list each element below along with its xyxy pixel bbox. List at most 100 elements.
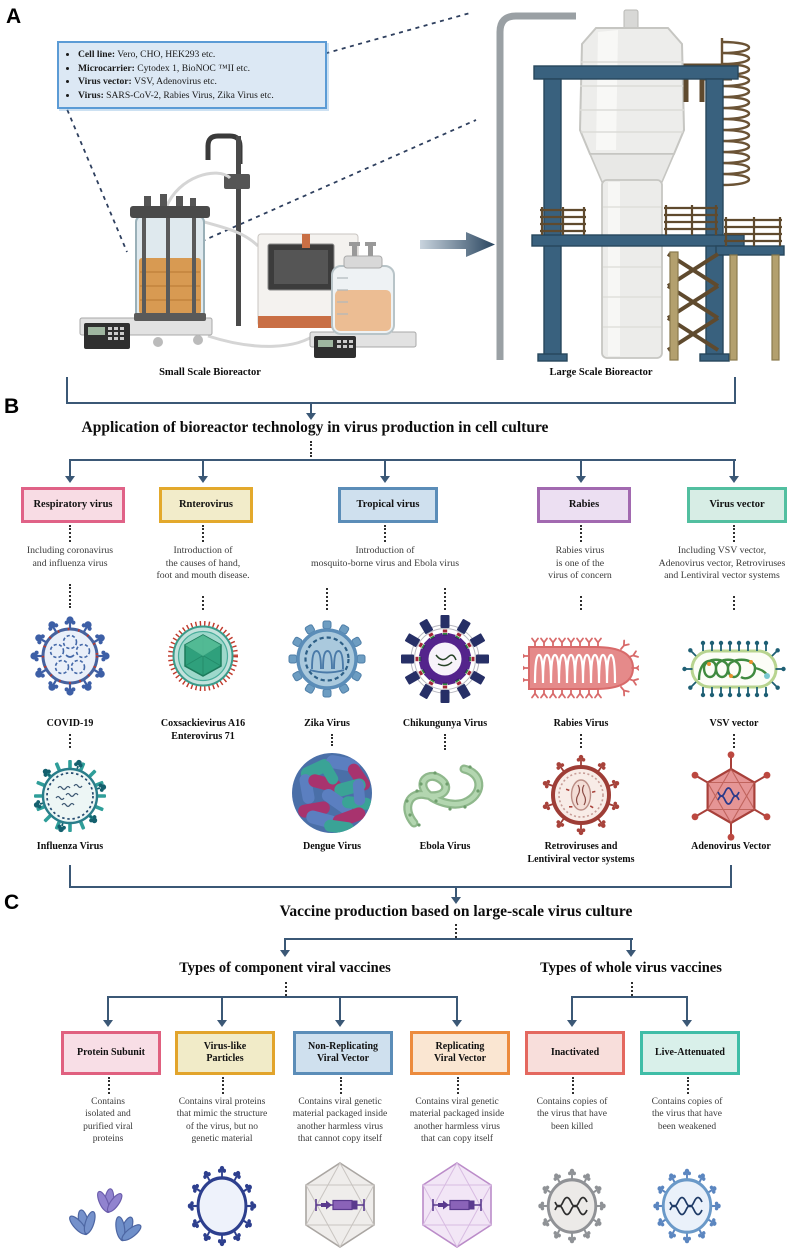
dotted-connector [631,982,633,996]
arrowhead [728,476,739,483]
virus-label-zika: Zika Virus [304,718,350,729]
virus-label-dengue: Dengue Virus [302,841,362,852]
vaccine-desc-replicating: Contains viral genetic material packaged… [409,1097,505,1145]
connector-line [454,886,458,899]
virus-like-particle-icon [186,1164,258,1248]
rabies-virus-icon [523,637,639,699]
small-bioreactor-label: Small Scale Bioreactor [159,367,261,378]
arrowhead [197,476,208,483]
dotted-connector [69,734,71,748]
large-bioreactor-illustration [496,9,785,362]
dotted-connector [457,1077,459,1094]
dotted-connector [687,1077,689,1094]
arrowhead [566,1020,577,1027]
inactivated-virus-icon [537,1167,607,1245]
dengue-virus-icon [292,753,372,833]
dotted-connector [340,1077,342,1094]
zika-virus-icon [288,620,366,698]
dotted-connector [733,734,735,748]
category-desc-tropical: Introduction of mosquito-borne virus and… [310,545,460,569]
arrowhead [305,413,316,420]
arrowhead [450,897,461,904]
vaccine-desc-inactivated: Contains copies of the virus that have b… [536,1097,608,1132]
callout-dashed-lines [63,12,477,263]
live-attenuated-virus-icon [652,1167,722,1245]
arrowhead [575,476,586,483]
connector-line [68,459,72,477]
dotted-connector [455,924,457,938]
panel-a-label: A [6,5,22,28]
coxsackievirus-icon [168,621,238,691]
connector-line [68,865,72,888]
protein-subunit-icon [65,1186,147,1248]
vaccine-desc-vlp: Contains viral proteins that mimic the s… [176,1097,268,1145]
dotted-connector [202,596,204,610]
dotted-connector [444,734,446,750]
panel-b-label: B [4,395,20,418]
connector-line [579,459,583,477]
callout-item: Cell line: Vero, CHO, HEK293 etc. [78,48,317,62]
arrowhead [334,1020,345,1027]
virus-label-covid: COVID-19 [46,718,94,729]
dotted-connector [310,441,312,457]
adenovirus-icon [691,751,771,841]
connector-line [283,938,287,952]
dotted-connector [222,1077,224,1094]
materials-callout-box: Cell line: Vero, CHO, HEK293 etc. Microc… [57,41,327,110]
vsv-vector-icon [681,639,787,699]
virus-label-rabies: Rabies Virus [553,718,609,729]
vaccine-desc-protein-subunit: Contains isolated and purified viral pro… [83,1097,133,1145]
connector-line [570,996,574,1021]
dotted-connector [580,525,582,542]
vaccine-box-live-attenuated: Live-Attenuated [640,1031,740,1075]
callout-item: Virus vector: VSV, Adenovirus etc. [78,75,317,89]
dotted-connector [580,596,582,610]
category-desc-rabies: Rabies virus is one of the virus of conc… [548,545,612,582]
dotted-connector [69,525,71,542]
dotted-connector [444,588,446,610]
dotted-connector [580,734,582,748]
scale-up-arrow-icon [420,232,495,257]
category-desc-enterovirus: Introduction of the causes of hand, foot… [156,545,250,582]
connector-line [733,377,737,404]
vaccine-box-vlp: Virus-like Particles [175,1031,275,1075]
category-desc-virus-vector: Including VSV vector, Adenovirus vector,… [658,545,786,582]
connector-line [66,402,736,405]
vaccine-box-inactivated: Inactivated [525,1031,625,1075]
connector-line [338,996,342,1021]
connector-line [729,865,733,888]
connector-line [455,996,459,1021]
connector-line [309,402,313,414]
connector-line [69,886,732,889]
dotted-connector [733,596,735,610]
category-desc-respiratory: Including coronavirus and influenza viru… [26,545,114,569]
arrowhead [102,1020,113,1027]
panel-c-label: C [4,891,20,914]
covid-19-virus-icon [29,615,111,697]
category-box-enterovirus: Rnterovirus [159,487,253,523]
dotted-connector [733,525,735,542]
vaccine-box-non-replicating: Non-Replicating Viral Vector [293,1031,393,1075]
connector-line [629,938,633,952]
virus-label-vsv: VSV vector [709,718,759,729]
connector-line [65,377,69,404]
category-box-respiratory: Respiratory virus [21,487,125,523]
virus-label-retroviruses: Retroviruses and Lentiviral vector syste… [527,841,635,865]
panel-b-title: Application of bioreactor technology in … [81,419,549,436]
virus-label-coxsackie: Coxsackievirus A16 Enterovirus 71 [160,718,246,742]
connector-line [383,459,387,477]
category-box-virus-vector: Virus vector [687,487,787,523]
arrowhead [681,1020,692,1027]
replicating-vector-icon [422,1162,492,1248]
group-title-whole: Types of whole virus vaccines [540,960,722,976]
vaccine-desc-non-replicating: Contains viral genetic material packaged… [292,1097,388,1145]
connector-line [685,996,689,1021]
vaccine-desc-live-attenuated: Contains copies of the virus that have b… [651,1097,723,1132]
virus-label-chikungunya: Chikungunya Virus [402,718,488,729]
category-box-rabies: Rabies [537,487,631,523]
dotted-connector [285,982,287,996]
arrowhead [64,476,75,483]
callout-item: Virus: SARS-CoV-2, Rabies Virus, Zika Vi… [78,89,317,103]
connector-line [106,996,110,1021]
